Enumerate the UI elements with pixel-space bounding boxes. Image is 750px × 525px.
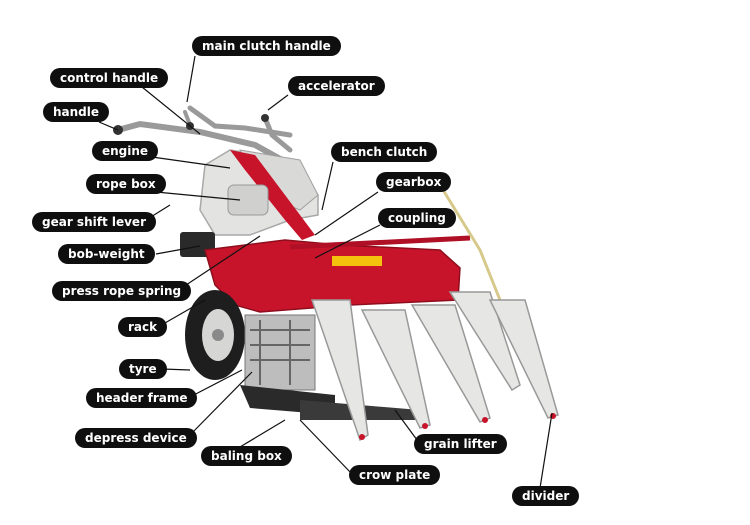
depress-mechanism [250, 320, 310, 385]
label-baling-box: baling box [201, 446, 292, 466]
divider-rod [438, 184, 502, 301]
warning-sticker [332, 256, 382, 266]
label-main-clutch-handle: main clutch handle [192, 36, 341, 56]
label-bench-clutch: bench clutch [331, 142, 438, 162]
label-press-rope-spring: press rope spring [52, 281, 192, 301]
label-header-frame: header frame [86, 388, 198, 408]
label-depress-device: depress device [75, 428, 197, 448]
label-rack: rack [118, 317, 168, 337]
label-gearbox: gearbox [376, 172, 452, 192]
grain-lifters [310, 291, 559, 442]
label-rope-box: rope box [86, 174, 166, 194]
label-bob-weight: bob-weight [58, 244, 155, 264]
label-tyre: tyre [119, 359, 167, 379]
label-control-handle: control handle [50, 68, 169, 88]
label-crow-plate: crow plate [349, 465, 441, 485]
label-gear-shift-lever: gear shift lever [32, 212, 156, 232]
leader-lines [98, 55, 553, 489]
red-frame-arm [230, 150, 315, 240]
label-accelerator: accelerator [288, 76, 385, 96]
label-divider: divider [512, 486, 580, 506]
coupling-bar [289, 235, 471, 250]
label-handle: handle [43, 102, 110, 122]
label-coupling: coupling [378, 208, 456, 228]
label-engine: engine [92, 141, 159, 161]
tyre-hub [212, 329, 224, 341]
header-frame-box [244, 314, 316, 391]
handlebar-frame [115, 105, 303, 173]
engine-rope-box [227, 184, 269, 216]
label-grain-lifter: grain lifter [414, 434, 507, 454]
accelerator-knob-icon [261, 114, 269, 122]
